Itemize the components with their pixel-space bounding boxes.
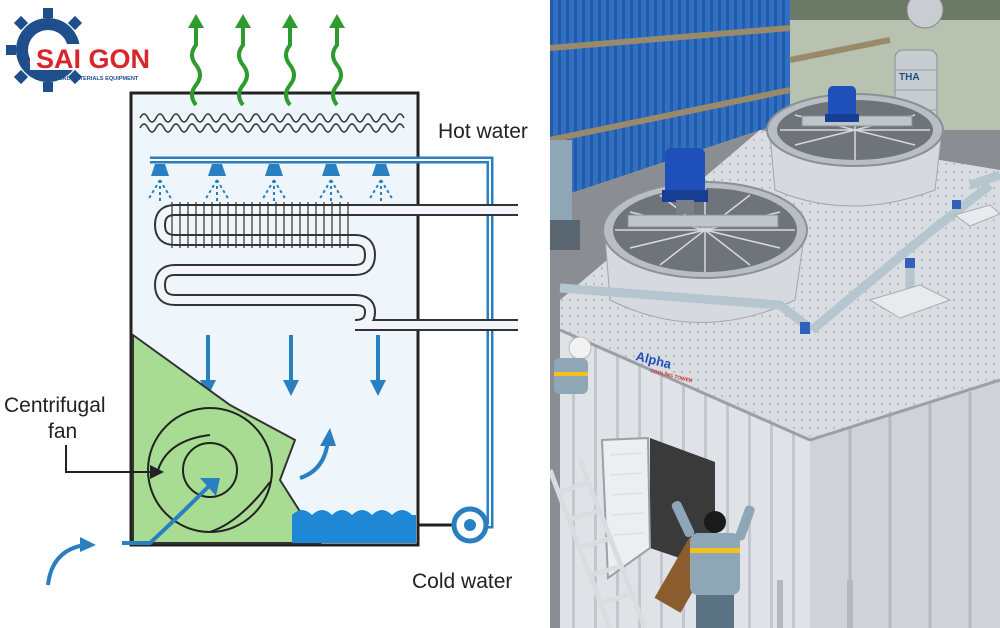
cold-water-label: Cold water <box>412 570 512 593</box>
air-flow-arrows <box>46 428 336 586</box>
centrifugal-fan-housing <box>132 333 322 544</box>
hot-water-label: Hot water <box>438 120 528 143</box>
cooling-tower-photo: THA <box>550 0 1000 628</box>
pipe-supports <box>868 204 1000 319</box>
worker-left <box>554 336 592 394</box>
exhaust-air-arrows <box>188 14 345 107</box>
tank-text: THA <box>899 72 920 83</box>
basin-water <box>292 510 416 543</box>
worker-upper-left <box>550 140 580 250</box>
drift-eliminator <box>139 113 405 133</box>
centrifugal-fan-label-line1: Centrifugal <box>4 394 106 417</box>
falling-water-arrows <box>200 335 386 396</box>
fan-pointer <box>65 445 164 479</box>
centrifugal-fan-label-line2: fan <box>48 420 77 443</box>
heat-exchange-coil <box>153 202 518 331</box>
cooling-tower-diagram: SAI GON INDUSTRIAL MATERIALS EQUIPMENT <box>4 8 528 593</box>
fan-stack-rear <box>766 93 944 207</box>
saigon-logo: SAI GON INDUSTRIAL MATERIALS EQUIPMENT <box>6 8 150 92</box>
worker-center <box>671 500 755 628</box>
ladder <box>550 459 648 628</box>
logo-brand: SAI GON <box>36 44 150 74</box>
corrugated-wall <box>550 0 790 200</box>
fan-motor-front <box>627 148 779 228</box>
circulation-pump <box>451 506 489 544</box>
logo-tagline: INDUSTRIAL MATERIALS EQUIPMENT <box>36 76 139 82</box>
spray-nozzles <box>147 164 394 202</box>
fan-motor-rear <box>801 86 913 127</box>
